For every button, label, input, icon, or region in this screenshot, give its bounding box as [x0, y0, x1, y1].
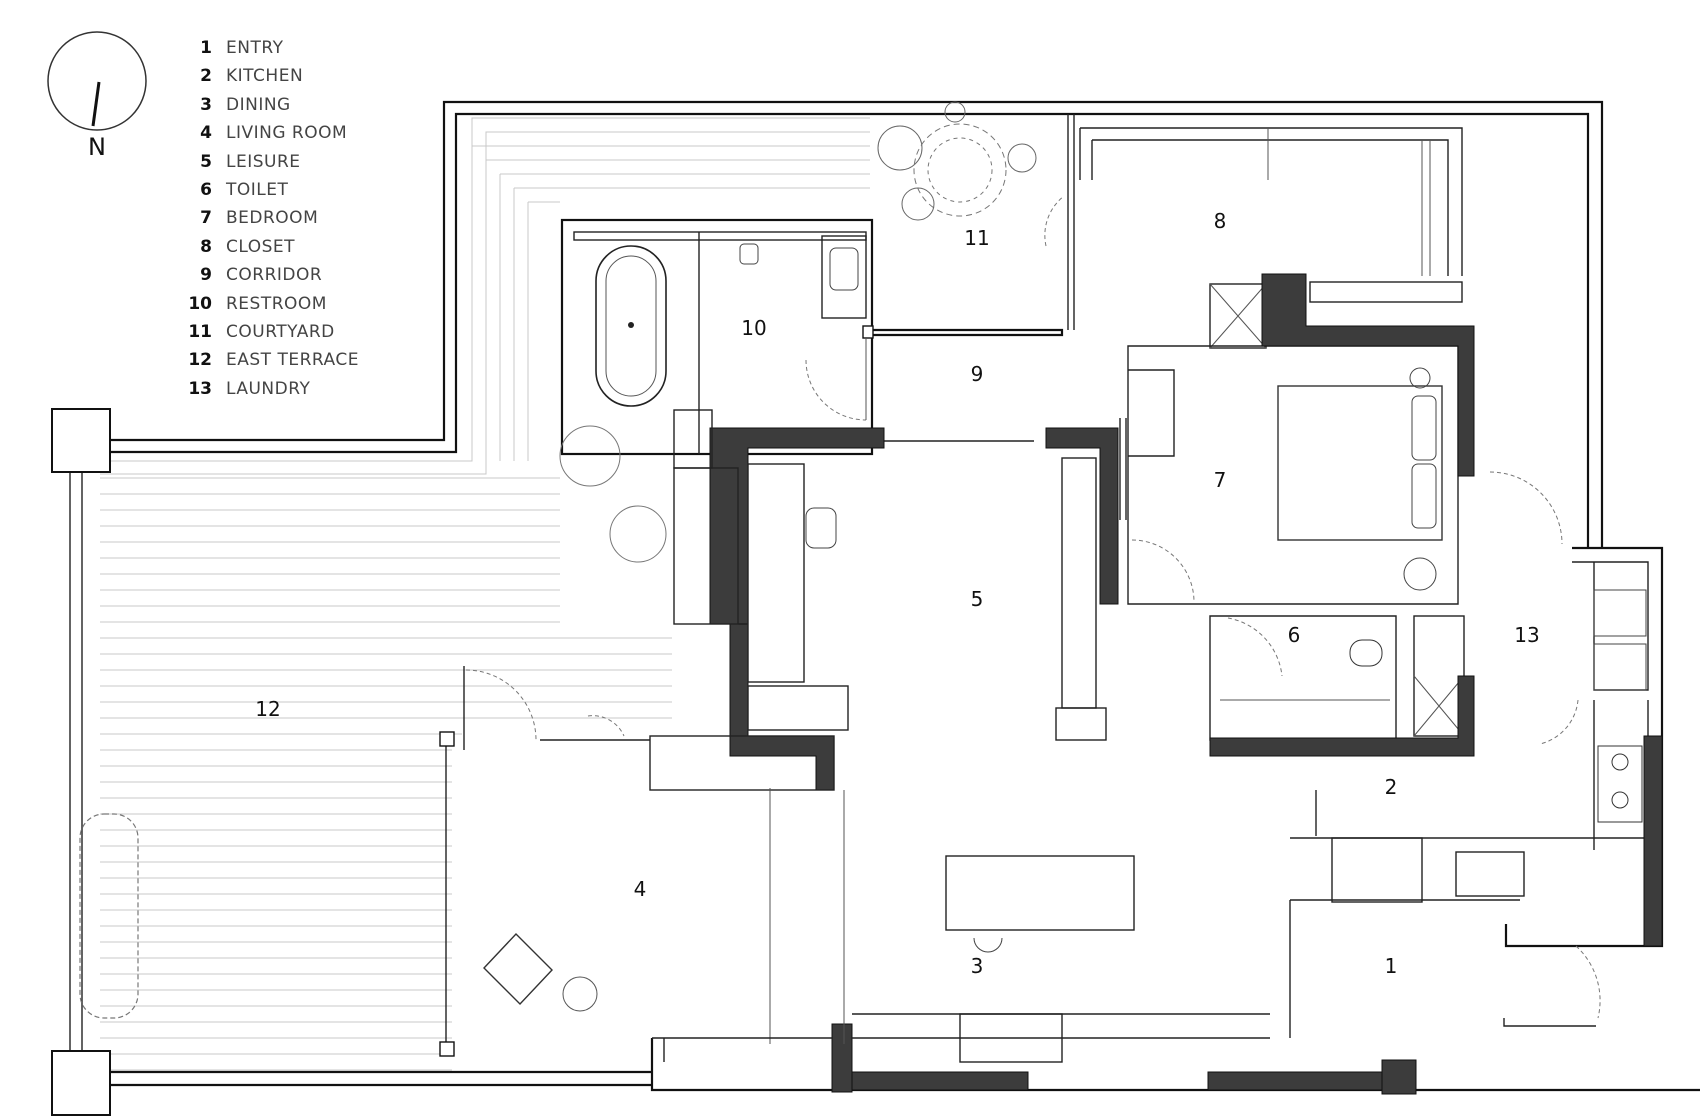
room-tag-dining: 3 — [971, 954, 984, 978]
bed-icon — [1277, 367, 1443, 591]
room-tag-toilet: 6 — [1288, 623, 1301, 647]
room-tag-kitchen: 2 — [1385, 775, 1398, 799]
bathtub-icon — [595, 245, 667, 407]
room-tag-bedroom: 7 — [1214, 468, 1227, 492]
bedroom — [1119, 345, 1459, 605]
chair-icon — [973, 937, 1003, 953]
toilet-fixture-icon — [1349, 639, 1383, 667]
plant-icon — [877, 101, 1037, 221]
washer-icon — [1593, 589, 1647, 691]
room-tag-restroom: 10 — [741, 316, 766, 340]
leisure-area — [649, 409, 1107, 791]
living-room — [439, 666, 832, 1062]
north-label: N — [88, 133, 106, 161]
structural-walls — [709, 273, 1663, 1095]
room-tag-laundry: 13 — [1514, 623, 1539, 647]
room-tag-closet: 8 — [1214, 209, 1227, 233]
corridor — [862, 325, 1064, 442]
terrace-decking — [100, 117, 870, 1071]
room-tags: 1 2 3 4 5 6 7 8 9 10 11 12 13 — [255, 209, 1539, 978]
room-tag-entry: 1 — [1385, 954, 1398, 978]
room-tag-leisure: 5 — [971, 587, 984, 611]
room-tag-courtyard: 11 — [964, 226, 989, 250]
entry-area — [1289, 790, 1601, 1038]
armchair-icon — [483, 932, 553, 1006]
room-tag-corridor: 9 — [971, 362, 984, 386]
courtyard — [877, 101, 1075, 330]
toilet-icon — [739, 243, 759, 265]
outer-walls — [51, 100, 1700, 1116]
desk-chair-icon — [805, 507, 837, 549]
sink-icon — [829, 247, 859, 291]
planter-icon — [79, 425, 667, 1019]
laundry-kitchen — [1290, 471, 1664, 948]
stove-icon — [1597, 745, 1643, 823]
room-tag-living-room: 4 — [634, 877, 647, 901]
north-arrow-icon: N — [47, 31, 147, 161]
dining-area — [769, 788, 1270, 1063]
closet — [1079, 127, 1463, 349]
toilet-room — [1209, 615, 1465, 741]
restroom-block — [560, 218, 874, 456]
room-tag-east-terrace: 12 — [255, 697, 280, 721]
